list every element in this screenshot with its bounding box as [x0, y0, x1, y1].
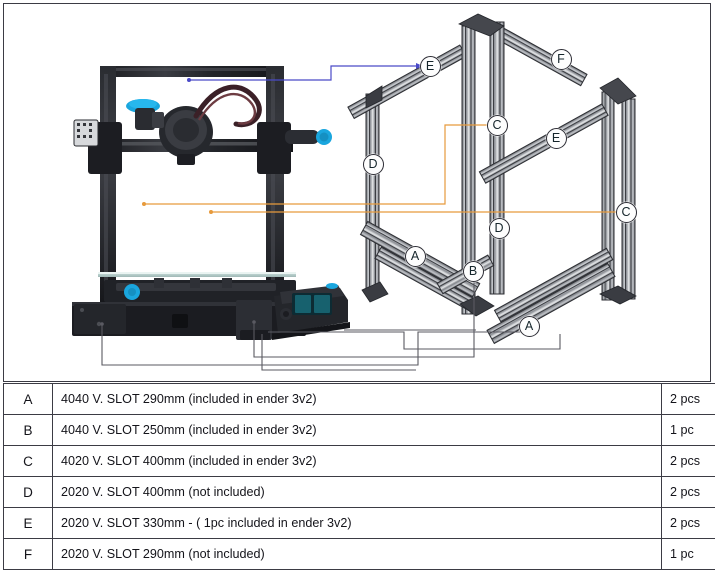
row-description: 2020 V. SLOT 400mm (not included)	[53, 477, 662, 508]
row-quantity: 2 pcs	[662, 384, 715, 415]
row-quantity: 1 pc	[662, 415, 715, 446]
table-row: C 4020 V. SLOT 400mm (included in ender …	[4, 446, 715, 477]
callout-B[interactable]: B	[463, 261, 484, 282]
table-row: A 4040 V. SLOT 290mm (included in ender …	[4, 384, 715, 415]
callout-C-right[interactable]: C	[616, 202, 637, 223]
leader-gray-A-left	[262, 330, 476, 370]
row-description: 4040 V. SLOT 250mm (included in ender 3v…	[53, 415, 662, 446]
callout-D-center[interactable]: D	[489, 218, 510, 239]
row-quantity: 2 pcs	[662, 508, 715, 539]
leader-orange-C-upper	[142, 125, 489, 206]
row-key: C	[4, 446, 53, 477]
illustration-panel: E F C E D C D A B A	[3, 3, 711, 382]
row-key: E	[4, 508, 53, 539]
parts-list-table: A 4040 V. SLOT 290mm (included in ender …	[3, 383, 715, 570]
row-description: 2020 V. SLOT 330mm - ( 1pc included in e…	[53, 508, 662, 539]
table-row: D 2020 V. SLOT 400mm (not included) 2 pc…	[4, 477, 715, 508]
callout-A-bottom[interactable]: A	[519, 316, 540, 337]
row-description: 4040 V. SLOT 290mm (included in ender 3v…	[53, 384, 662, 415]
leader-lines-layer	[4, 4, 711, 382]
row-quantity: 2 pcs	[662, 477, 715, 508]
parts-table-body: A 4040 V. SLOT 290mm (included in ender …	[4, 384, 715, 570]
callout-E-mid[interactable]: E	[546, 128, 567, 149]
row-key: B	[4, 415, 53, 446]
callout-C-upper[interactable]: C	[487, 115, 508, 136]
callout-F[interactable]: F	[551, 49, 572, 70]
leader-blue-E	[187, 63, 423, 82]
table-row: E 2020 V. SLOT 330mm - ( 1pc included in…	[4, 508, 715, 539]
leader-orange-C-right	[209, 210, 618, 214]
callout-A-left[interactable]: A	[405, 246, 426, 267]
row-key: A	[4, 384, 53, 415]
row-quantity: 2 pcs	[662, 446, 715, 477]
row-description: 4020 V. SLOT 400mm (included in ender 3v…	[53, 446, 662, 477]
leader-gray-B	[252, 279, 474, 357]
table-row: B 4040 V. SLOT 250mm (included in ender …	[4, 415, 715, 446]
callout-D-left[interactable]: D	[363, 154, 384, 175]
row-key: D	[4, 477, 53, 508]
leader-gray-A	[100, 322, 528, 365]
leader-gray-frame-base	[268, 332, 560, 349]
callout-E-top[interactable]: E	[420, 56, 441, 77]
